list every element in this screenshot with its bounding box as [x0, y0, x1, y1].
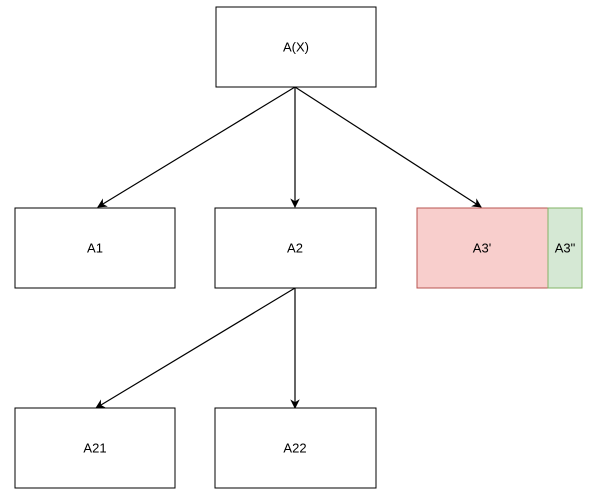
node-a21[interactable]: A21	[14, 407, 176, 489]
edge-a2-a21	[95, 287, 296, 409]
node-root-label: A(X)	[283, 40, 309, 55]
node-a2[interactable]: A2	[214, 207, 377, 289]
node-a21-box	[14, 407, 176, 489]
node-a3-double-prime[interactable]: A3"	[547, 207, 583, 289]
edge-root-a3-prime	[294, 86, 482, 208]
node-a22-box	[214, 407, 377, 489]
node-a3-double-prime-label: A3"	[555, 241, 576, 256]
node-a3-prime-box	[416, 207, 549, 289]
node-root[interactable]: A(X)	[215, 6, 377, 88]
node-a22[interactable]: A22	[214, 407, 377, 489]
node-a3-prime[interactable]: A3'	[416, 207, 549, 289]
node-a21-label: A21	[83, 441, 106, 456]
node-root-box	[215, 6, 377, 88]
node-a1[interactable]: A1	[14, 207, 176, 289]
node-a22-label: A22	[283, 441, 306, 456]
node-a3-double-prime-box	[547, 207, 583, 289]
edge-root-a1	[97, 86, 296, 208]
node-a3-prime-label: A3'	[473, 241, 491, 256]
node-a2-label: A2	[287, 241, 303, 256]
edges	[95, 86, 482, 409]
node-a2-box	[214, 207, 377, 289]
node-a1-label: A1	[87, 241, 103, 256]
node-a1-box	[14, 207, 176, 289]
